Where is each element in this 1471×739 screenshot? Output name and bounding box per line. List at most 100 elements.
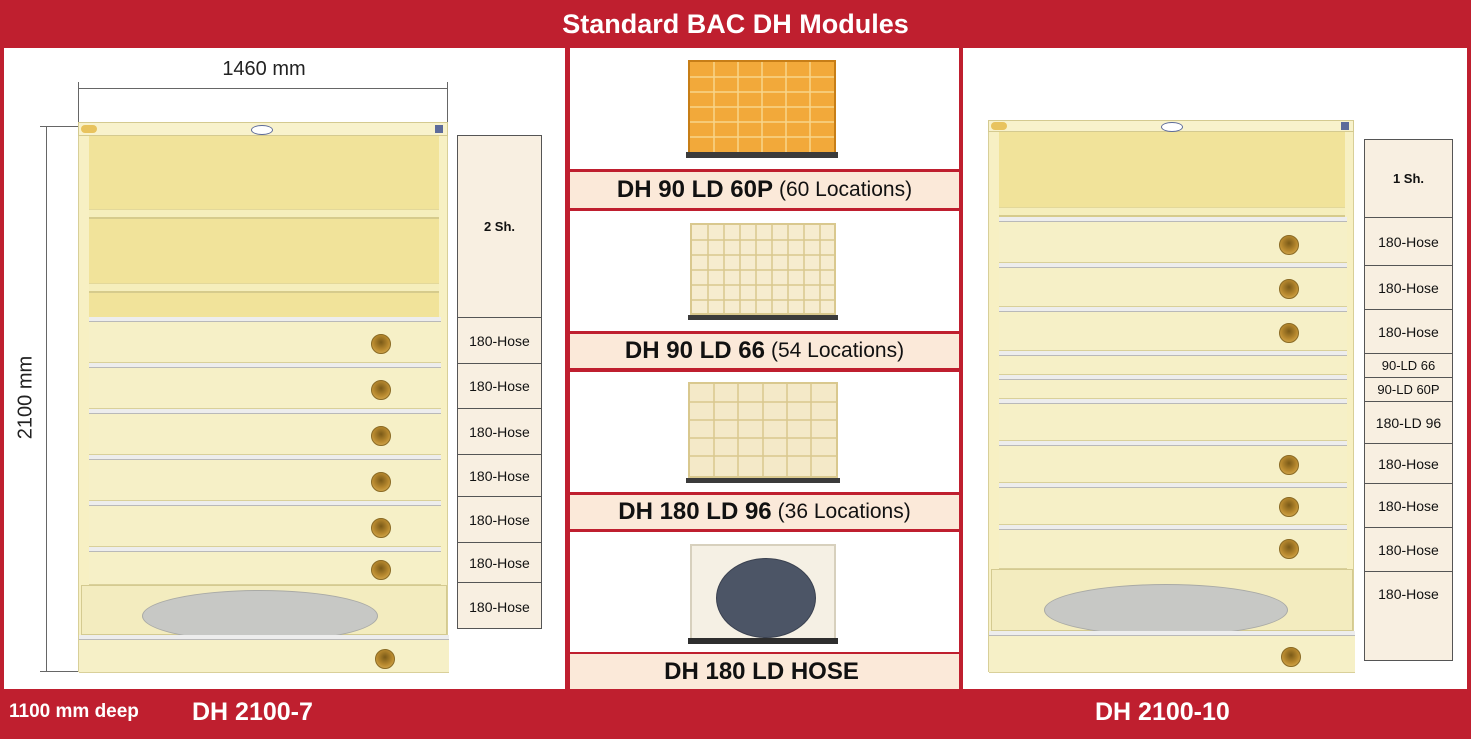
drawer-handle-icon[interactable] [1279, 235, 1299, 255]
drawer[interactable] [999, 483, 1347, 525]
drawer-handle-icon[interactable] [1281, 647, 1301, 667]
label-cell: 2 Sh. [458, 136, 541, 318]
module-locations: (54 Locations) [770, 339, 905, 362]
drawer[interactable] [79, 635, 449, 673]
label-cell: 180-Hose [1365, 266, 1452, 310]
drawer-handle-icon[interactable] [1279, 323, 1299, 343]
label-cell: 180-Hose [1365, 218, 1452, 266]
module-tray-base [686, 152, 838, 158]
height-dimension-label: 2100 mm [14, 355, 37, 440]
drawer[interactable] [999, 441, 1347, 483]
module-caption: DH 180 LD HOSE [570, 654, 959, 689]
drawer[interactable] [89, 363, 441, 409]
drawer[interactable] [999, 263, 1347, 307]
label-cell: 180-Hose [469, 598, 530, 615]
drawer[interactable] [999, 307, 1347, 351]
label-cell: 180-Hose [458, 364, 541, 409]
width-dimension-label: 1460 mm [222, 58, 306, 80]
drawer[interactable] [999, 351, 1347, 375]
drawer[interactable] [999, 375, 1347, 399]
module-tray-base [688, 315, 838, 320]
module-caption: DH 90 LD 66 (54 Locations) [570, 334, 959, 368]
tray-dividers [690, 62, 834, 152]
drawer[interactable] [999, 217, 1347, 263]
label-cell: 180-Hose [458, 497, 541, 543]
drawer[interactable] [999, 525, 1347, 569]
drawer-handle-icon[interactable] [371, 380, 391, 400]
module-tray-96-image [688, 382, 838, 478]
drawer-handle-icon[interactable] [1279, 497, 1299, 517]
label-cell: 180-Hose [458, 409, 541, 455]
module-image-panel [570, 211, 959, 331]
cabinet-interior [999, 132, 1345, 214]
hose-drawer-open[interactable] [81, 585, 447, 642]
height-dimension-tick-top [40, 126, 80, 127]
drawer-handle-icon[interactable] [1279, 539, 1299, 559]
module-name: DH 180 LD HOSE [664, 657, 859, 685]
right-cabinet [988, 120, 1355, 673]
label-cell: 90-LD 66 [1365, 354, 1452, 378]
module-locations: (60 Locations) [778, 178, 913, 201]
cabinet-corner-badge [1341, 122, 1349, 130]
label-cell: 180-Hose [1365, 310, 1452, 354]
brand-logo-icon [251, 125, 273, 135]
label-cell: 180-Hose [458, 543, 541, 583]
label-cell: 180-Hose [1365, 444, 1452, 484]
drawer-handle-icon[interactable] [371, 426, 391, 446]
drawer[interactable] [89, 501, 441, 547]
height-dimension-line [46, 126, 47, 671]
drawer-handle-icon[interactable] [371, 334, 391, 354]
drawer[interactable] [89, 409, 441, 455]
cabinet-corner-badge [435, 125, 443, 133]
label-cell: 180-Hose [1365, 484, 1452, 528]
drawer[interactable] [999, 399, 1347, 441]
right-model-label: DH 2100-10 [1095, 698, 1230, 726]
module-hose-tray-image [690, 544, 836, 640]
module-name: DH 90 LD 60P [616, 176, 773, 203]
hose-turntable [716, 558, 816, 638]
width-dimension-tick-left [78, 82, 79, 122]
drawer-handle-icon[interactable] [375, 649, 395, 669]
height-dimension-tick-bottom [40, 671, 80, 672]
shelf [89, 283, 439, 293]
drawer-handle-icon[interactable] [371, 472, 391, 492]
module-image-panel [570, 372, 959, 492]
label-cell: 180-Hose [458, 318, 541, 364]
module-name: DH 180 LD 96 [618, 498, 772, 525]
label-cell: 90-LD 60P [1365, 378, 1452, 402]
left-cabinet [78, 122, 449, 673]
drawer-handle-icon[interactable] [1279, 279, 1299, 299]
left-model-label: DH 2100-7 [192, 698, 313, 726]
module-tray-base [686, 478, 840, 483]
label-cell: 180-Hose [1378, 586, 1439, 602]
drawer-handle-icon[interactable] [371, 560, 391, 580]
label-cell: 180-Hose [458, 455, 541, 497]
right-cabinet-panel: 1 Sh. 180-Hose 180-Hose 180-Hose 90-LD 6… [963, 48, 1467, 689]
cabinet-corner-badge [81, 125, 97, 133]
tray-dividers [690, 384, 836, 476]
module-name: DH 90 LD 66 [624, 337, 765, 364]
width-dimension-tick-right [447, 82, 448, 122]
drawer[interactable] [89, 317, 441, 363]
tray-dividers [692, 225, 834, 313]
module-locations: (36 Locations) [777, 500, 911, 523]
drawer[interactable] [89, 547, 441, 585]
drawer[interactable] [989, 631, 1355, 673]
drawer[interactable] [89, 455, 441, 501]
module-caption: DH 90 LD 60P (60 Locations) [570, 172, 959, 208]
left-cabinet-panel: 1460 mm 2100 mm 2 Sh. 180-Hose 180-Hose … [4, 48, 565, 689]
module-caption: DH 180 LD 96 (36 Locations) [570, 495, 959, 529]
right-label-column: 1 Sh. 180-Hose 180-Hose 180-Hose 90-LD 6… [1364, 139, 1453, 661]
module-tray-66-image [690, 223, 836, 315]
hose-drawer-open[interactable] [991, 569, 1353, 636]
drawer-handle-icon[interactable] [371, 518, 391, 538]
shelf [999, 207, 1345, 217]
page-title: Standard BAC DH Modules [0, 0, 1471, 48]
module-tray-60p-image [688, 60, 836, 154]
label-cell: 180-Hose [1365, 528, 1452, 572]
width-dimension-line [78, 88, 448, 89]
module-image-panel [570, 48, 959, 169]
shelf [89, 209, 439, 219]
drawer-handle-icon[interactable] [1279, 455, 1299, 475]
module-image-panel [570, 532, 959, 652]
